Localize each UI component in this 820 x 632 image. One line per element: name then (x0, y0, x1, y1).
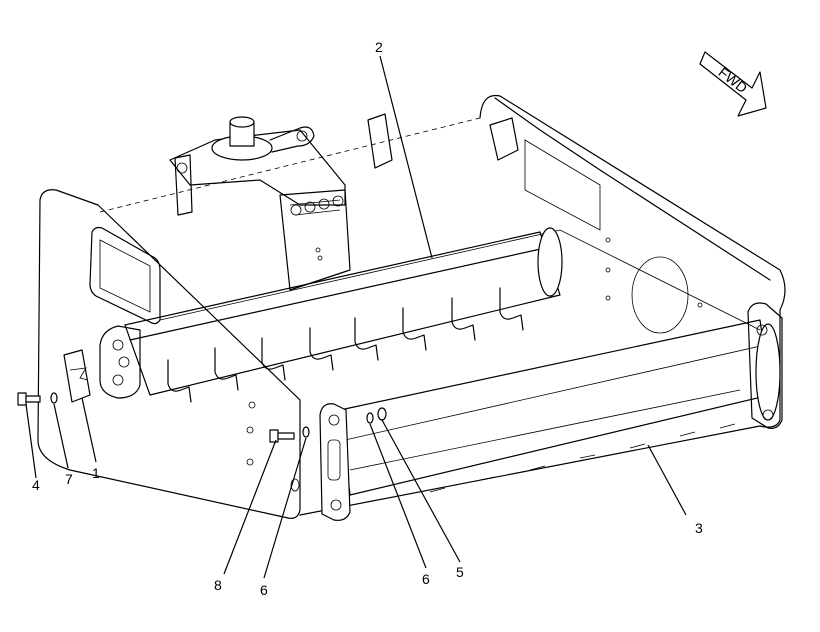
callout-3: 3 (695, 520, 703, 536)
callout-6-left: 6 (260, 582, 268, 598)
washer-part-6-right (366, 412, 374, 424)
upper-cross-tube (99, 227, 563, 403)
hardware (17, 349, 387, 443)
callout-4: 4 (32, 477, 40, 493)
plate-part-1 (63, 349, 91, 403)
lower-cross-tube (319, 302, 783, 521)
washer-part-7 (50, 392, 58, 404)
pivot-bracket-assembly (169, 113, 519, 291)
callout-6-right: 6 (422, 571, 430, 587)
callout-2: 2 (375, 39, 383, 55)
bolt-part-8 (269, 429, 295, 443)
callout-1: 1 (92, 465, 100, 481)
callout-8: 8 (214, 577, 222, 593)
callout-7: 7 (65, 471, 73, 487)
fwd-direction-arrow: FWD (699, 51, 767, 117)
callout-5: 5 (456, 564, 464, 580)
callout-labels: 2 3 4 7 1 8 6 6 5 (32, 39, 703, 598)
washer-part-6-left (302, 426, 310, 438)
tube-hooks (167, 287, 524, 403)
frame-body (37, 94, 786, 519)
nut-part-5 (377, 407, 387, 421)
bolt-part-4 (17, 392, 41, 406)
leader-lines (25, 55, 687, 579)
